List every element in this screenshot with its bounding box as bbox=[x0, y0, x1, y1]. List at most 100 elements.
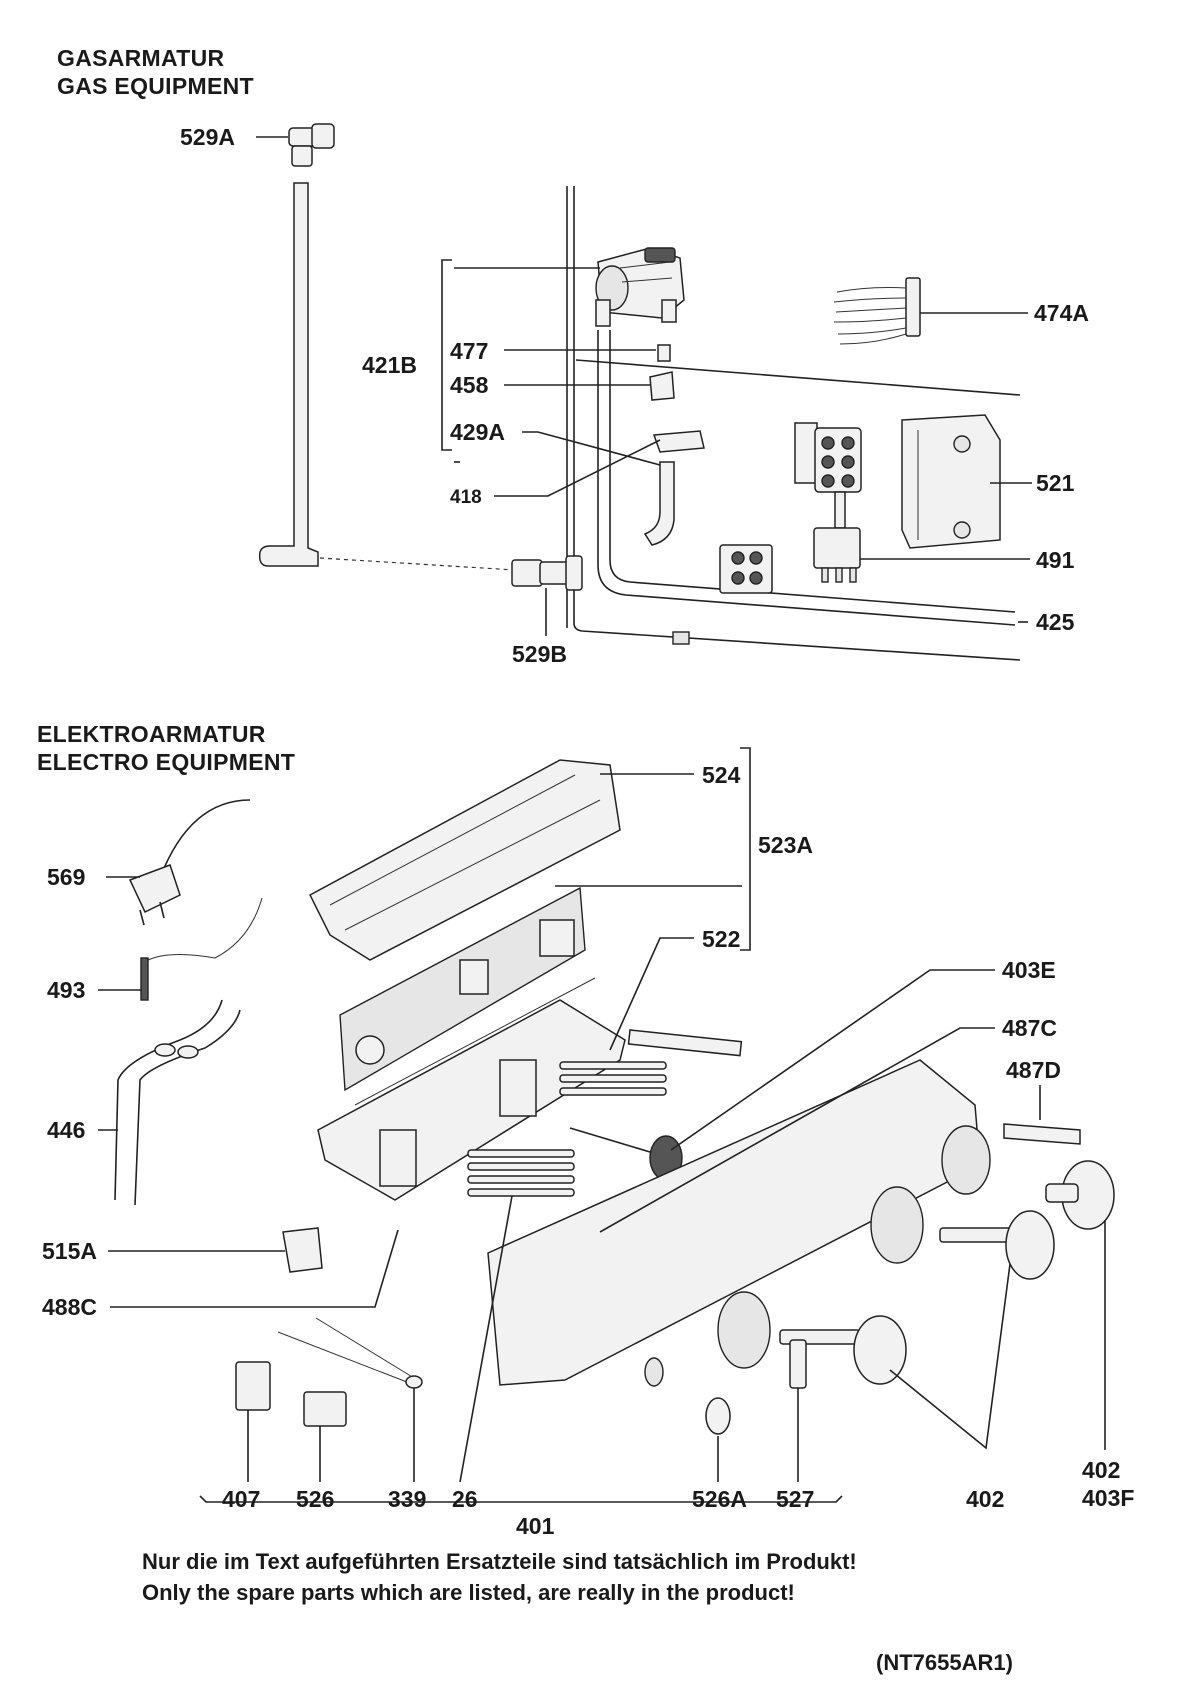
connector-529B bbox=[511, 555, 583, 591]
leader-403E bbox=[670, 969, 995, 1151]
housing-foot bbox=[672, 631, 690, 645]
sensor-wire-493 bbox=[140, 897, 263, 1001]
pin-487D bbox=[1003, 1123, 1081, 1145]
rods-26 bbox=[467, 1061, 667, 1197]
floor-terminal bbox=[719, 544, 773, 594]
pcb-relay-2 bbox=[539, 919, 575, 957]
leader-402 bbox=[889, 1263, 1011, 1450]
electro-section-title: ELEKTROARMATUR ELECTRO EQUIPMENT bbox=[37, 720, 295, 776]
shaft-403E bbox=[569, 1127, 661, 1156]
cover-524 bbox=[309, 759, 621, 961]
footer-note-en: Only the spare parts which are listed, a… bbox=[142, 1580, 795, 1605]
gas-title-en: GAS EQUIPMENT bbox=[57, 73, 254, 99]
leader-522 bbox=[609, 937, 694, 1051]
label-429A: 429A bbox=[450, 419, 505, 445]
label-402: 402 bbox=[966, 1486, 1004, 1512]
switch-block-1 bbox=[379, 1129, 417, 1187]
gas-valve-421B bbox=[595, 247, 685, 327]
seal-477 bbox=[657, 344, 671, 362]
label-491: 491 bbox=[1036, 547, 1075, 573]
label-487C: 487C bbox=[1002, 1015, 1057, 1041]
housing-mount-line bbox=[575, 359, 1021, 396]
switch-block-2 bbox=[499, 1059, 537, 1117]
electro-title-en: ELECTRO EQUIPMENT bbox=[37, 749, 296, 775]
bracket-421B bbox=[441, 259, 452, 451]
elbow-fitting-529A bbox=[288, 123, 335, 167]
cables-446 bbox=[114, 999, 241, 1206]
label-26: 26 bbox=[452, 1486, 478, 1512]
gas-pipe-bend-outer bbox=[597, 330, 1016, 626]
clip-515A bbox=[282, 1227, 323, 1273]
electro-equipment-group: 524 523A 522 569 493 446 515A 488C 403E … bbox=[42, 747, 1134, 1539]
label-523A: 523A bbox=[758, 832, 813, 858]
cover-524-ridge bbox=[329, 774, 576, 906]
gas-pipe-bend bbox=[609, 330, 1016, 613]
switch-407 bbox=[235, 1361, 271, 1411]
panel-dial-2 bbox=[870, 1186, 924, 1264]
label-526: 526 bbox=[296, 1486, 334, 1512]
drawing-code: (NT7655AR1) bbox=[876, 1650, 1013, 1675]
leader-488C bbox=[110, 1229, 399, 1308]
pipe-connection-dashed bbox=[319, 557, 516, 571]
footer-note: Nur die im Text aufgeführten Ersatzteile… bbox=[142, 1546, 857, 1608]
label-446: 446 bbox=[47, 1117, 85, 1143]
label-407: 407 bbox=[222, 1486, 260, 1512]
knob-526A bbox=[705, 1397, 731, 1435]
plug-569 bbox=[128, 799, 251, 926]
label-521: 521 bbox=[1036, 470, 1075, 496]
knob-402-right bbox=[939, 1210, 1055, 1280]
leader-487C bbox=[599, 1027, 995, 1233]
label-524: 524 bbox=[702, 762, 741, 788]
panel-dial-3 bbox=[717, 1291, 771, 1369]
knob-402-403F bbox=[1045, 1160, 1115, 1230]
leader-429A bbox=[522, 431, 661, 466]
control-box-521 bbox=[901, 414, 1001, 549]
label-339: 339 bbox=[388, 1486, 426, 1512]
bracket-523A bbox=[740, 747, 751, 951]
cable-harness-474A bbox=[833, 277, 921, 345]
gas-section-title: GASARMATUR GAS EQUIPMENT bbox=[57, 44, 254, 100]
gas-supply-pipe bbox=[258, 182, 319, 567]
label-529B: 529B bbox=[512, 641, 567, 667]
metal-strip bbox=[627, 1029, 743, 1057]
label-515A: 515A bbox=[42, 1238, 97, 1264]
bracket-401 bbox=[199, 1495, 843, 1503]
label-403E: 403E bbox=[1002, 957, 1056, 983]
gas-equipment-group: 529A 421B 477 458 429A 418 474A 521 491 … bbox=[180, 123, 1089, 667]
label-401: 401 bbox=[516, 1513, 555, 1539]
switch-526 bbox=[303, 1391, 347, 1427]
housing-outline bbox=[573, 186, 1021, 661]
leader-26 bbox=[459, 1195, 513, 1483]
pcb-capacitor bbox=[355, 1035, 385, 1065]
label-421B: 421B bbox=[362, 352, 417, 378]
cover-524-ridge2 bbox=[344, 799, 601, 931]
pcb-relay-1 bbox=[459, 959, 489, 995]
label-402-upper: 402 bbox=[1082, 1457, 1120, 1483]
electrode-339 bbox=[277, 1317, 423, 1389]
panel-dial-1 bbox=[941, 1125, 991, 1195]
relay-491 bbox=[813, 527, 861, 583]
label-425: 425 bbox=[1036, 609, 1075, 635]
label-522: 522 bbox=[702, 926, 740, 952]
panel-indicator bbox=[644, 1357, 664, 1387]
label-493: 493 bbox=[47, 977, 85, 1003]
label-474A: 474A bbox=[1034, 300, 1089, 326]
tray-522-wall bbox=[354, 977, 596, 1106]
footer-note-de: Nur die im Text aufgeführten Ersatzteile… bbox=[142, 1549, 857, 1574]
terminal-block bbox=[794, 422, 862, 529]
label-418: 418 bbox=[450, 487, 482, 508]
label-527: 527 bbox=[776, 1486, 814, 1512]
leader-418 bbox=[494, 439, 661, 497]
label-529A: 529A bbox=[180, 124, 235, 150]
label-487D: 487D bbox=[1006, 1057, 1061, 1083]
label-488C: 488C bbox=[42, 1294, 97, 1320]
selector-527 bbox=[789, 1339, 807, 1389]
label-458: 458 bbox=[450, 372, 489, 398]
bracket-429A bbox=[652, 430, 705, 453]
label-569: 569 bbox=[47, 864, 85, 890]
label-477: 477 bbox=[450, 338, 488, 364]
gas-title-de: GASARMATUR bbox=[57, 45, 225, 71]
nut-458 bbox=[649, 371, 675, 401]
label-526A: 526A bbox=[692, 1486, 747, 1512]
